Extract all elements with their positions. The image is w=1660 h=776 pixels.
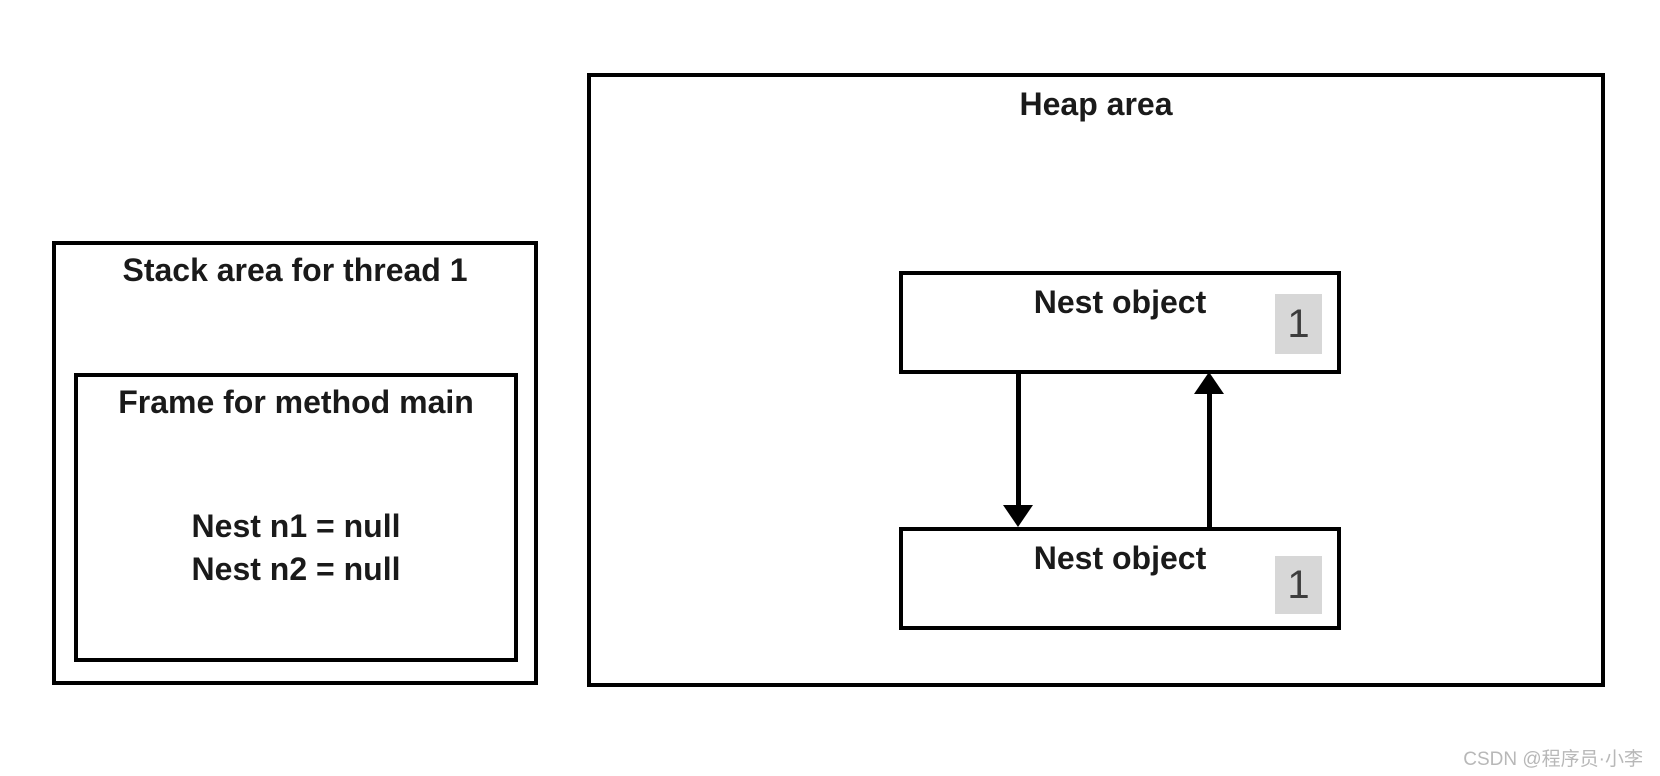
nest-object-box-1: Nest object 1	[899, 271, 1341, 374]
nest-object-1-count-badge: 1	[1275, 294, 1322, 354]
reference-arrow-down	[1003, 372, 1033, 527]
arrow-shaft	[1206, 393, 1212, 527]
stack-area-box: Stack area for thread 1 Frame for method…	[52, 241, 538, 685]
variable-n1-label: Nest n1 = null	[191, 508, 401, 544]
frame-title: Frame for method main	[118, 384, 474, 420]
arrow-shaft	[1015, 372, 1021, 506]
arrow-head-up-icon	[1194, 372, 1224, 394]
reference-arrow-up	[1194, 372, 1224, 527]
nest-object-2-label: Nest object	[1033, 540, 1207, 576]
variable-n2-label: Nest n2 = null	[191, 551, 401, 587]
frame-box: Frame for method main Nest n1 = null Nes…	[74, 373, 518, 662]
arrow-head-down-icon	[1003, 505, 1033, 527]
nest-object-2-count-badge: 1	[1275, 556, 1322, 614]
heap-area-title: Heap area	[1019, 86, 1173, 122]
stack-area-title: Stack area for thread 1	[122, 252, 468, 288]
nest-object-1-label: Nest object	[1033, 284, 1207, 320]
watermark-text: CSDN @程序员·小李	[1463, 749, 1643, 770]
heap-area-box: Heap area Nest object 1 Nest object 1	[587, 73, 1605, 687]
nest-object-box-2: Nest object 1	[899, 527, 1341, 630]
